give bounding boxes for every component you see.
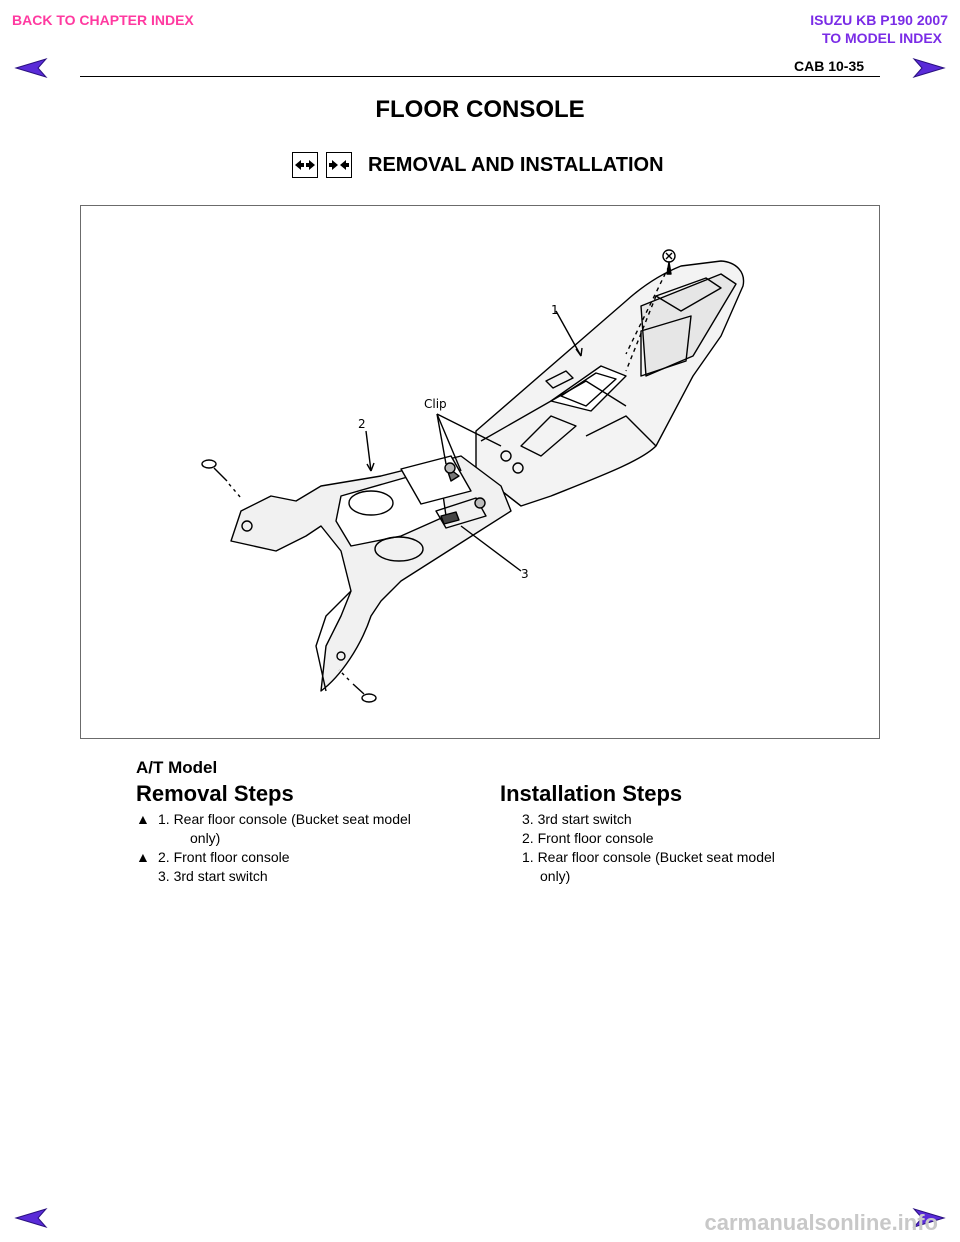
step-text: only) bbox=[190, 830, 221, 846]
step-marker: ▲ bbox=[136, 849, 150, 865]
installation-icon bbox=[326, 152, 352, 178]
list-item: ▲ 2. Front floor console bbox=[136, 848, 456, 867]
list-item-continuation: only) bbox=[540, 868, 571, 884]
floor-console-diagram: 1 2 3 Clip bbox=[80, 205, 880, 739]
installation-steps-heading: Installation Steps bbox=[500, 781, 683, 806]
list-item: 3. 3rd start switch bbox=[522, 811, 632, 827]
list-item: 3. 3rd start switch bbox=[136, 867, 456, 886]
list-item: 1. Rear floor console (Bucket seat model bbox=[522, 849, 775, 865]
step-marker: ▲ bbox=[136, 811, 150, 827]
next-page-arrow-icon[interactable] bbox=[912, 58, 946, 78]
list-item: ▲ 1. Rear floor console (Bucket seat mod… bbox=[136, 810, 456, 829]
step-marker bbox=[136, 867, 158, 886]
previous-page-arrow-bottom-icon[interactable] bbox=[14, 1208, 48, 1228]
callout-1: 1 bbox=[551, 303, 559, 317]
callout-2: 2 bbox=[358, 417, 366, 431]
page-reference: CAB 10-35 bbox=[794, 58, 865, 74]
screw-bottom-icon bbox=[338, 669, 377, 703]
list-item-continuation: only) bbox=[136, 829, 456, 848]
next-page-arrow-bottom-icon[interactable] bbox=[912, 1208, 946, 1228]
installation-steps-list: 3. 3rd start switch 2. Front floor conso… bbox=[522, 810, 842, 886]
callout-clip: Clip bbox=[424, 397, 447, 411]
watermark: carmanualsonline.info bbox=[704, 1210, 939, 1235]
model-title-link[interactable]: ISUZU KB P190 2007 bbox=[810, 12, 948, 28]
section-subtitle: REMOVAL AND INSTALLATION bbox=[292, 150, 664, 180]
removal-steps-list: ▲ 1. Rear floor console (Bucket seat mod… bbox=[136, 810, 456, 886]
screw-top-icon bbox=[662, 249, 676, 275]
screw-left-icon bbox=[201, 459, 242, 499]
step-text: 2. Front floor console bbox=[158, 849, 290, 865]
list-item: 2. Front floor console bbox=[522, 830, 654, 846]
callout-3: 3 bbox=[521, 567, 529, 581]
model-label: A/T Model bbox=[136, 758, 218, 777]
step-text: 1. Rear floor console (Bucket seat model bbox=[158, 811, 411, 827]
floor-console-illustration: 1 2 3 Clip bbox=[201, 249, 745, 703]
subtitle-text: REMOVAL AND INSTALLATION bbox=[368, 153, 664, 176]
removal-steps-heading: Removal Steps bbox=[136, 781, 294, 806]
back-to-chapter-index-link[interactable]: BACK TO CHAPTER INDEX bbox=[12, 12, 194, 28]
previous-page-arrow-icon[interactable] bbox=[14, 58, 48, 78]
removal-icon bbox=[292, 152, 318, 178]
to-model-index-link[interactable]: TO MODEL INDEX bbox=[821, 30, 942, 46]
header-rule bbox=[80, 76, 880, 77]
page-title: FLOOR CONSOLE bbox=[375, 96, 585, 123]
step-text: 3. 3rd start switch bbox=[158, 868, 268, 884]
